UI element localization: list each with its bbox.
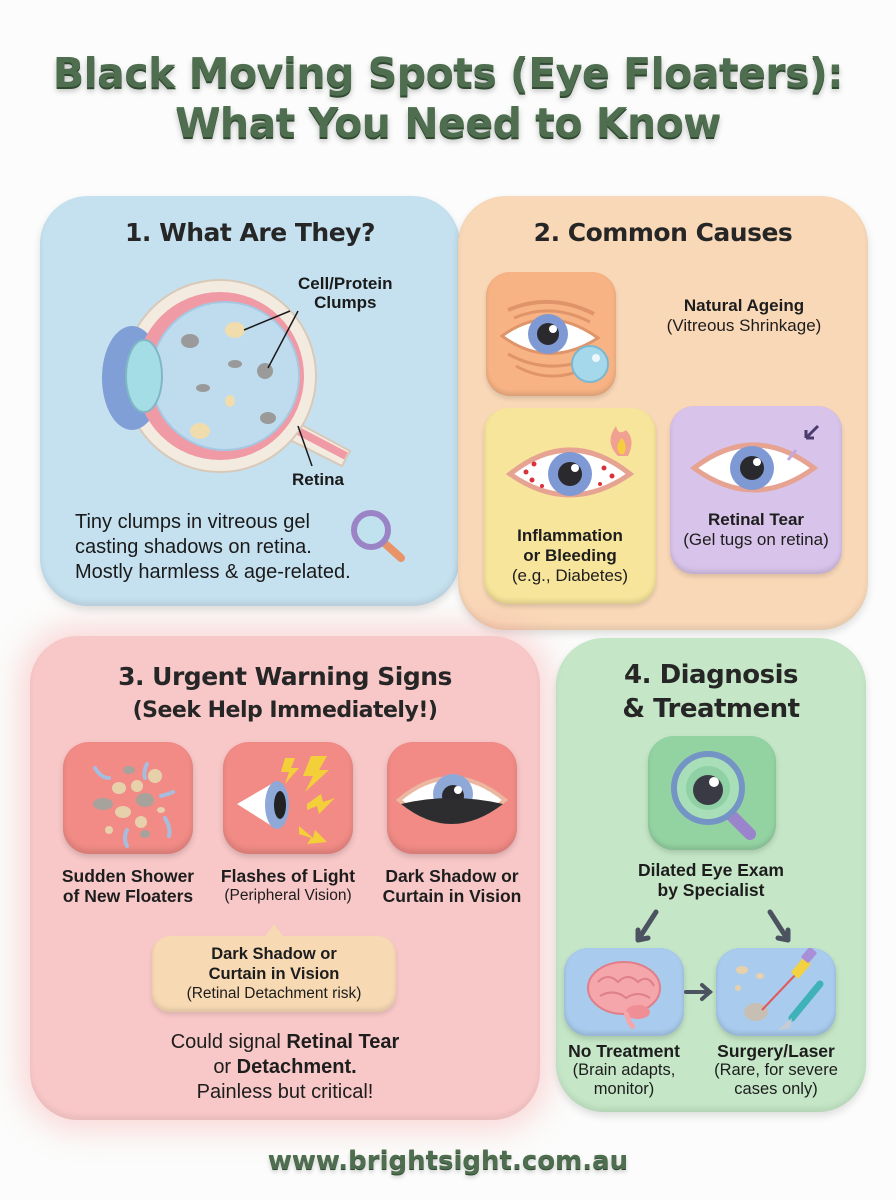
magnifying-glass-icon xyxy=(349,508,413,564)
sign-floaters-label: Sudden Shower of New Floaters xyxy=(61,866,195,906)
section3-heading: 3. Urgent Warning Signs (Seek Help Immed… xyxy=(118,662,452,723)
clumps-label: Cell/Protein Clumps xyxy=(298,274,393,312)
torn-retina-eye-icon xyxy=(688,416,828,506)
page-title: Black Moving Spots (Eye Floaters): What … xyxy=(0,48,896,148)
light-flashes-icon xyxy=(223,742,353,854)
section4-heading: 4. Diagnosis & Treatment xyxy=(622,660,800,724)
eye-magnifier-icon xyxy=(648,736,776,850)
retina-label: Retina xyxy=(292,470,344,489)
cause-natural-ageing: Natural Ageing (Vitreous Shrinkage) xyxy=(666,296,822,335)
aging-eye-icon xyxy=(486,272,616,396)
inflamed-eye-icon xyxy=(504,416,644,512)
sign-floaters-shower: Sudden Shower of New Floaters xyxy=(50,742,206,906)
floaters-shower-icon xyxy=(63,742,193,854)
cause-inflammation-card: Inflammation or Bleeding (e.g., Diabetes… xyxy=(484,408,656,604)
option-no-treatment: No Treatment (Brain adapts, monitor) xyxy=(568,1041,680,1099)
warning-signs-row: Sudden Shower of New Floaters Flashes of… xyxy=(50,742,530,906)
branch-arrows-icon xyxy=(635,909,791,943)
section1-heading: 1. What Are They? xyxy=(125,218,375,247)
title-line-1: Black Moving Spots (Eye Floaters): xyxy=(52,49,844,97)
brain-icon xyxy=(564,948,684,1036)
arrow-right-icon xyxy=(684,983,714,1001)
cause-retinal-tear-label: Retinal Tear (Gel tugs on retina) xyxy=(683,510,829,549)
section3-summary: Could signal Retinal Tear or Detachment.… xyxy=(170,1031,400,1103)
sign-light-flashes: Flashes of Light (Peripheral Vision) xyxy=(210,742,366,906)
sign-flashes-label: Flashes of Light (Peripheral Vision) xyxy=(220,866,356,904)
exam-label: Dilated Eye Exam by Specialist xyxy=(638,860,784,900)
section-diagnosis-treatment: 4. Diagnosis & Treatment Dilated Eye Exa… xyxy=(556,638,866,1112)
detachment-callout: Dark Shadow or Curtain in Vision (Retina… xyxy=(152,924,396,1012)
sign-dark-shadow: Dark Shadow or Curtain in Vision xyxy=(374,742,530,906)
section-common-causes: 2. Common Causes Natural Ageing (Vitreou… xyxy=(458,196,868,630)
title-line-2: What You Need to Know xyxy=(175,99,721,147)
cause-retinal-tear-card: Retinal Tear (Gel tugs on retina) xyxy=(670,406,842,574)
laser-scalpel-icon xyxy=(716,948,836,1036)
website-link[interactable]: www.brightsight.com.au xyxy=(267,1146,629,1176)
eye-cross-section-icon xyxy=(80,266,380,476)
section-what-are-they: 1. What Are They? xyxy=(40,196,460,606)
sign-shadow-label: Dark Shadow or Curtain in Vision xyxy=(382,866,522,906)
section1-description: Tiny clumps in vitreous gel casting shad… xyxy=(75,511,351,583)
option-surgery-laser: Surgery/Laser (Rare, for severe cases on… xyxy=(714,1041,838,1099)
section2-heading: 2. Common Causes xyxy=(533,218,793,247)
shadowed-eye-icon xyxy=(387,742,517,854)
cause-inflammation-label: Inflammation or Bleeding (e.g., Diabetes… xyxy=(511,526,629,585)
section-urgent-warning-signs: 3. Urgent Warning Signs (Seek Help Immed… xyxy=(30,636,540,1120)
